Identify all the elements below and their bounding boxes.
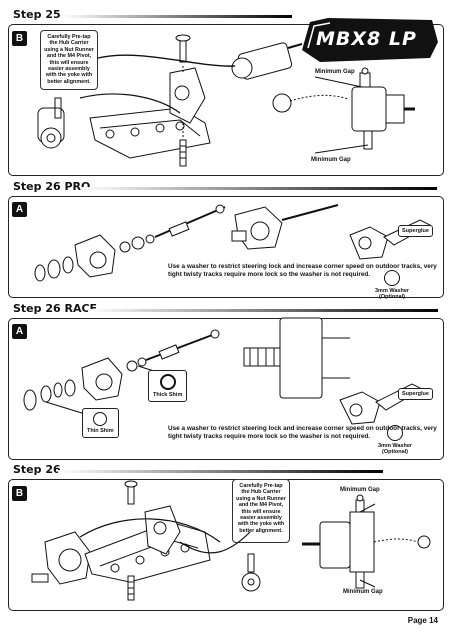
brand-logo: MBX8 LP	[300, 14, 440, 66]
washer-icon	[387, 425, 404, 441]
logo-text: MBX8 LP	[316, 28, 417, 50]
step-26-pro-washer-callout: 3mm Washer (Optional)	[375, 270, 409, 300]
step-26-pro-letter: A	[12, 202, 27, 217]
step-25-title: Step 25	[13, 8, 61, 21]
step-26-rule	[58, 462, 383, 478]
step-26-race-letter: A	[12, 324, 27, 339]
step-26-race-washer-callout: 3mm Washer (Optional)	[378, 425, 412, 455]
step-26-race-rule	[88, 301, 438, 317]
shim-icon	[159, 374, 176, 390]
shim-icon	[93, 412, 108, 426]
step-26-pro-illustration	[34, 204, 432, 282]
step-26-race-optional-label: (Optional)	[382, 449, 408, 455]
step-25-heading: Step 25	[8, 7, 73, 23]
step-26-letter: B	[12, 486, 27, 501]
step-26-illustration	[31, 480, 431, 601]
page-number: Page 14	[407, 616, 438, 625]
step-25-illustration	[37, 34, 303, 167]
step-26-race-title: Step 26 RACE	[13, 302, 98, 315]
step-26-min-gap-top: Minimum Gap	[340, 487, 380, 493]
step-25-rule	[62, 7, 292, 23]
step-26-min-gap-bottom: Minimum Gap	[343, 589, 383, 595]
thick-shim-callout: Thick Shim	[148, 370, 188, 402]
step-26-race-text: Use a washer to restrict steering lock a…	[168, 425, 437, 441]
step-26-race-panel	[8, 318, 444, 460]
step-25-letter: B	[12, 31, 27, 46]
step-26-title: Step 26	[13, 463, 61, 476]
step-26-pro-text: Use a washer to restrict steering lock a…	[168, 263, 437, 279]
step-26-note: Carefully Pre-tap the Hub Carrier using …	[232, 479, 290, 543]
step-26-race-heading: Step 26 RACE	[8, 301, 103, 317]
step-26-race-washer-label: 3mm Washer	[378, 443, 413, 449]
step-26-race-superglue-label: Superglue	[398, 388, 433, 400]
step-25-gap-diagram	[272, 67, 415, 154]
thin-shim-label: Thin Shim	[87, 428, 114, 434]
thick-shim-label: Thick Shim	[153, 392, 183, 398]
washer-icon	[384, 270, 401, 286]
step-26-pro-optional-label: (Optional)	[379, 294, 405, 300]
thin-shim-callout: Thin Shim	[82, 408, 119, 438]
step-26-pro-superglue-label: Superglue	[398, 225, 433, 237]
step-26-pro-washer-label: 3mm Washer	[375, 288, 410, 294]
step-26-heading: Step 26	[8, 462, 73, 478]
step-25-min-gap-top: Minimum Gap	[315, 69, 355, 75]
step-25-min-gap-bottom: Minimum Gap	[311, 157, 351, 163]
step-26-pro-rule	[82, 179, 437, 195]
step-26-pro-heading: Step 26 PRO	[8, 179, 103, 195]
step-26-pro-title: Step 26 PRO	[13, 180, 91, 193]
step-25-note: Carefully Pre-tap the Hub Carrier using …	[40, 30, 98, 90]
